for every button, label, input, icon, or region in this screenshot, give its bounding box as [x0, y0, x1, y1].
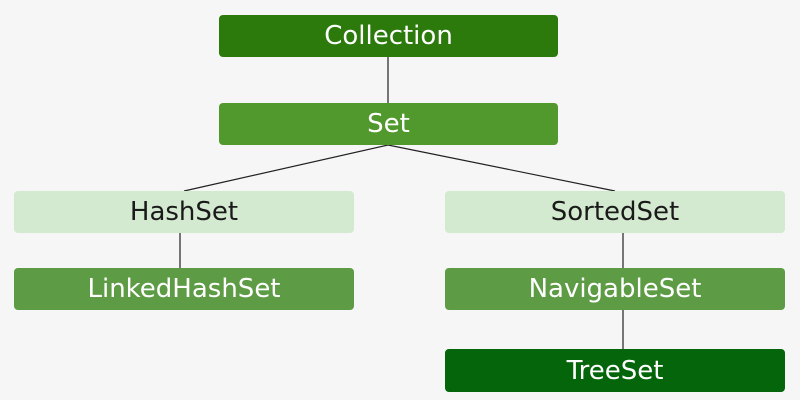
node-navigableset: NavigableSet [445, 268, 785, 310]
node-sortedset-label: SortedSet [550, 197, 680, 227]
node-collection: Collection [219, 15, 558, 57]
node-set-label: Set [367, 109, 410, 139]
node-hashset-label: HashSet [129, 197, 239, 227]
node-navigableset-label: NavigableSet [528, 274, 702, 304]
node-hashset: HashSet [14, 191, 354, 233]
node-treeset-label: TreeSet [566, 355, 664, 386]
edge-set-sortedset [387, 144, 616, 192]
node-collection-label: Collection [324, 21, 453, 51]
node-set: Set [219, 103, 558, 145]
edge-set-hashset [183, 144, 389, 192]
node-sortedset: SortedSet [445, 191, 785, 233]
node-linkedhashset: LinkedHashSet [14, 268, 354, 310]
node-treeset: TreeSet [445, 349, 785, 392]
node-linkedhashset-label: LinkedHashSet [87, 274, 281, 304]
